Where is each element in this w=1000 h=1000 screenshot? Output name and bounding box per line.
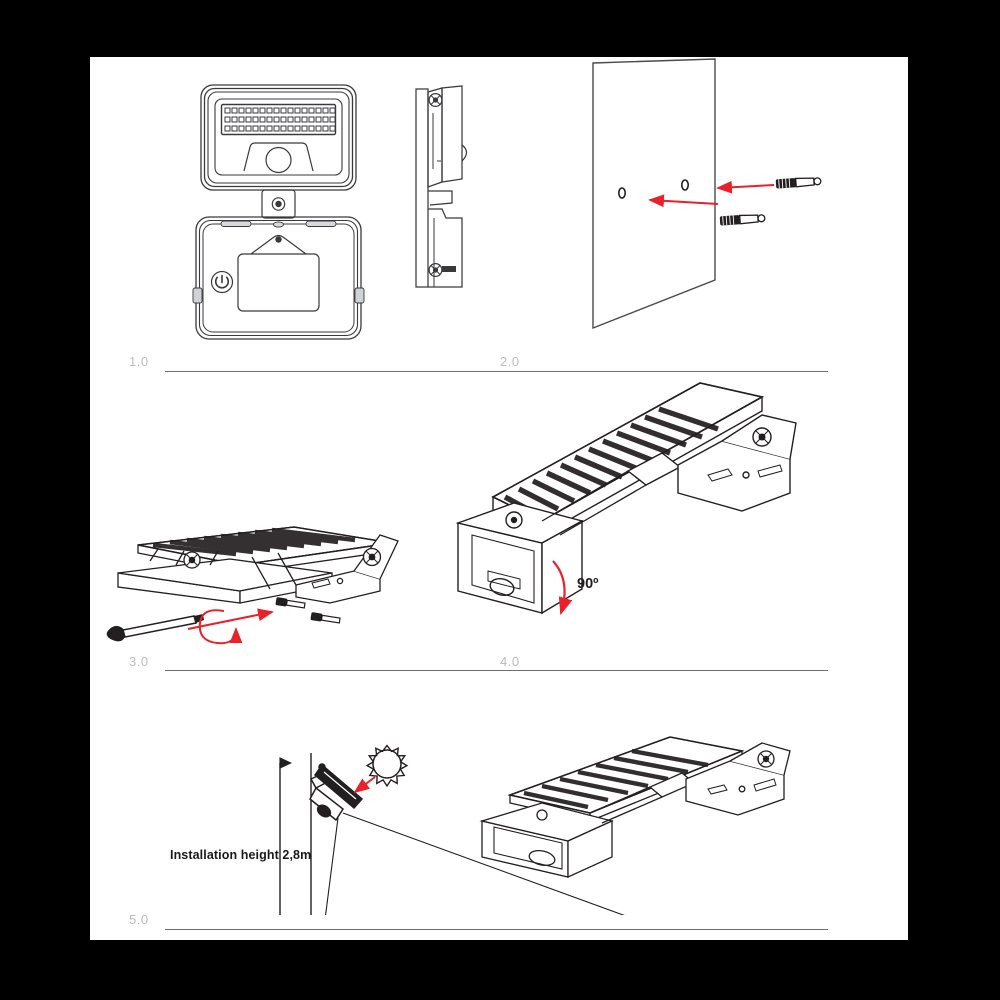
- sun-icon: [365, 744, 409, 788]
- step3-solar-unit-flat: [117, 526, 399, 604]
- wall-panel: [592, 58, 716, 330]
- section-divider-3: [165, 929, 828, 930]
- instruction-sheet-page: 1.0 2.0: [90, 57, 908, 940]
- elevation-mounted-fixture: [309, 763, 364, 822]
- installation-height-label: Installation height 2,8m: [170, 848, 312, 862]
- panel-step-5-graphics: [267, 736, 791, 915]
- wall-anchor-upper: [775, 177, 822, 189]
- screwdriver-icon: [106, 614, 204, 642]
- hinge-bracket: [261, 189, 296, 219]
- step-label-4: 4.0: [500, 654, 520, 669]
- battery-housing: [192, 216, 365, 340]
- section-row-1: [90, 57, 908, 357]
- step-label-2: 2.0: [500, 354, 520, 369]
- wall-anchor-lower: [719, 214, 766, 226]
- section-divider-2: [165, 670, 828, 671]
- pir-sensor: [243, 142, 314, 174]
- wall-drill-holes: [617, 179, 689, 199]
- step-label-5: 5.0: [129, 912, 149, 927]
- power-button-icon: [210, 270, 234, 294]
- step-label-3: 3.0: [129, 654, 149, 669]
- panel-step-1-and-2-graphics: [192, 58, 822, 340]
- section-row-3: [90, 675, 908, 915]
- step3-screws: [275, 597, 341, 624]
- angle-label: 90º: [577, 576, 599, 592]
- step5-mounted-unit-isometric: [479, 736, 791, 879]
- sun-ray-arrow: [353, 776, 376, 794]
- step-label-1: 1.0: [129, 354, 149, 369]
- side-view-floodlight: [415, 85, 468, 288]
- step3-direction-arrow: [187, 608, 274, 630]
- step4-rotation-arrow: [552, 560, 573, 616]
- step3-rotation-arrow: [198, 609, 243, 645]
- panel-step-3-and-4-graphics: 90º: [106, 382, 797, 645]
- section-divider-1: [165, 371, 828, 372]
- anchor-insert-arrow-lower: [648, 194, 719, 208]
- anchor-insert-arrow-upper: [716, 180, 775, 194]
- led-array: [224, 107, 336, 132]
- front-view-floodlight: [200, 84, 357, 191]
- step4-solar-unit-tilted: [455, 382, 797, 615]
- detection-range-lines: [325, 812, 625, 915]
- section-row-2: 90º: [90, 375, 908, 658]
